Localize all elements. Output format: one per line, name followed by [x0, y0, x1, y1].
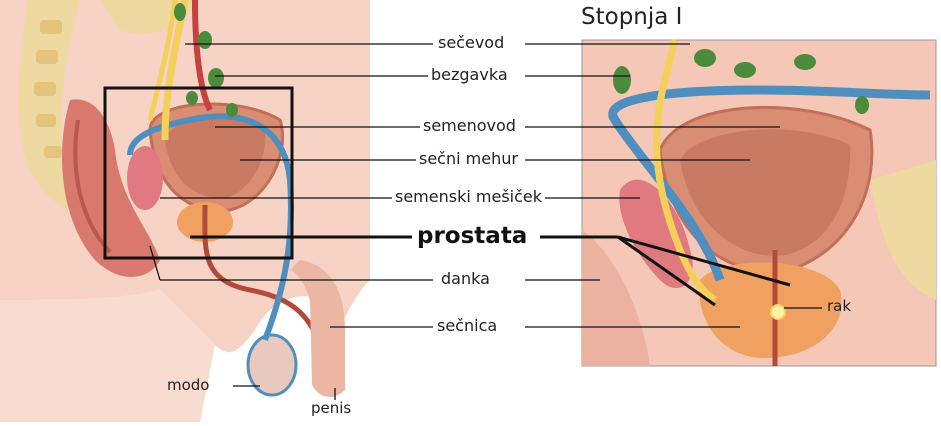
label-penis: penis: [308, 401, 354, 416]
seminal-vesicle: [127, 146, 163, 210]
tumor: [771, 305, 785, 319]
label-secevod: sečevod: [435, 35, 507, 51]
stage-title: Stopnja I: [581, 6, 682, 29]
left-panel: [0, 0, 370, 422]
label-prostata: prostata: [414, 225, 530, 248]
label-bezgavka: bezgavka: [428, 67, 511, 83]
label-modo: modo: [164, 378, 213, 393]
label-secnica: sečnica: [434, 318, 500, 334]
right-panel: [582, 40, 936, 366]
label-semenovod: semenovod: [420, 118, 519, 134]
label-secni-mehur: sečni mehur: [416, 151, 521, 167]
label-semenski-micek: semenski mešiček: [392, 189, 545, 205]
label-rak: rak: [824, 299, 854, 314]
label-danka: danka: [438, 271, 493, 287]
